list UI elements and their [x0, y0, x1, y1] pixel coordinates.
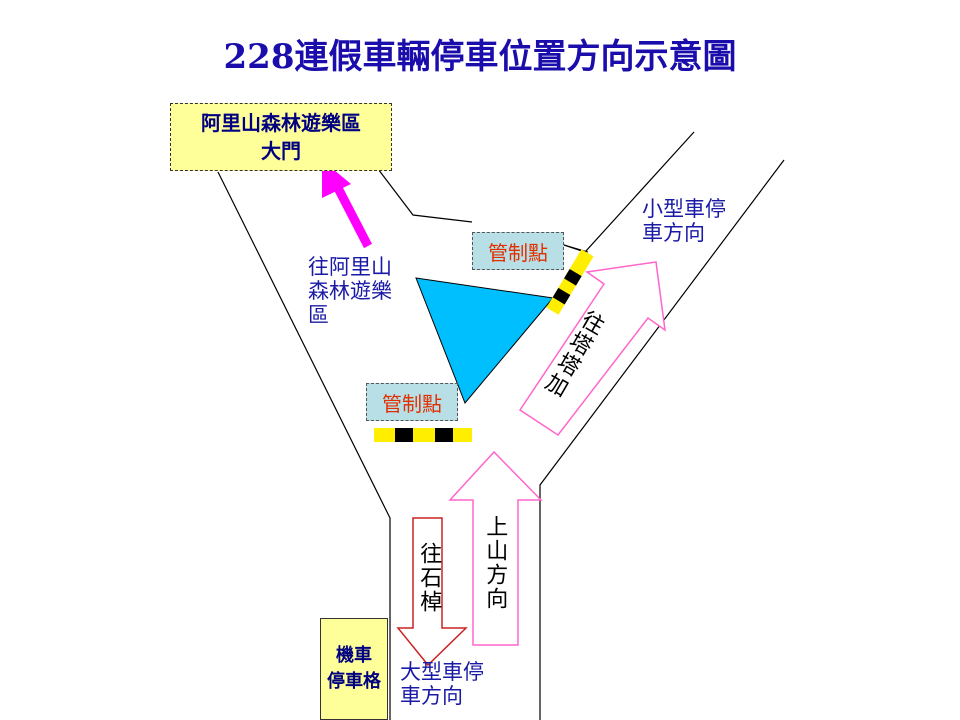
barrier-horizontal — [374, 428, 472, 442]
to-shizhuo-label: 往石棹 — [416, 542, 442, 614]
callout-line — [563, 244, 589, 253]
large-car-label: 大型車停 車方向 — [400, 660, 484, 709]
to-alishan-label: 往阿里山 森林遊樂 區 — [308, 255, 392, 328]
page-title: 228連假車輛停車位置方向示意圖 — [223, 37, 737, 77]
control-point-upper: 管制點 — [472, 232, 564, 270]
traffic-island — [415, 277, 554, 404]
uphill-label: 上山方向 — [482, 515, 508, 611]
road-right-edge — [539, 159, 785, 720]
arrow-uphill — [448, 450, 543, 646]
park-gate-label: 阿里山森林遊樂區 大門 — [170, 103, 392, 171]
barrier-diagonal — [546, 249, 594, 315]
arrow-to-shizhuo — [396, 517, 468, 667]
arrow-to-tataka — [518, 261, 666, 437]
gate-arrow-shaft — [334, 185, 372, 249]
control-point-lower: 管制點 — [366, 383, 458, 421]
road-inner-edge — [374, 164, 473, 223]
small-car-label: 小型車停 車方向 — [642, 197, 726, 246]
motorcycle-parking-label: 機車 停車格 — [320, 618, 388, 720]
road-left-edge — [217, 171, 391, 720]
